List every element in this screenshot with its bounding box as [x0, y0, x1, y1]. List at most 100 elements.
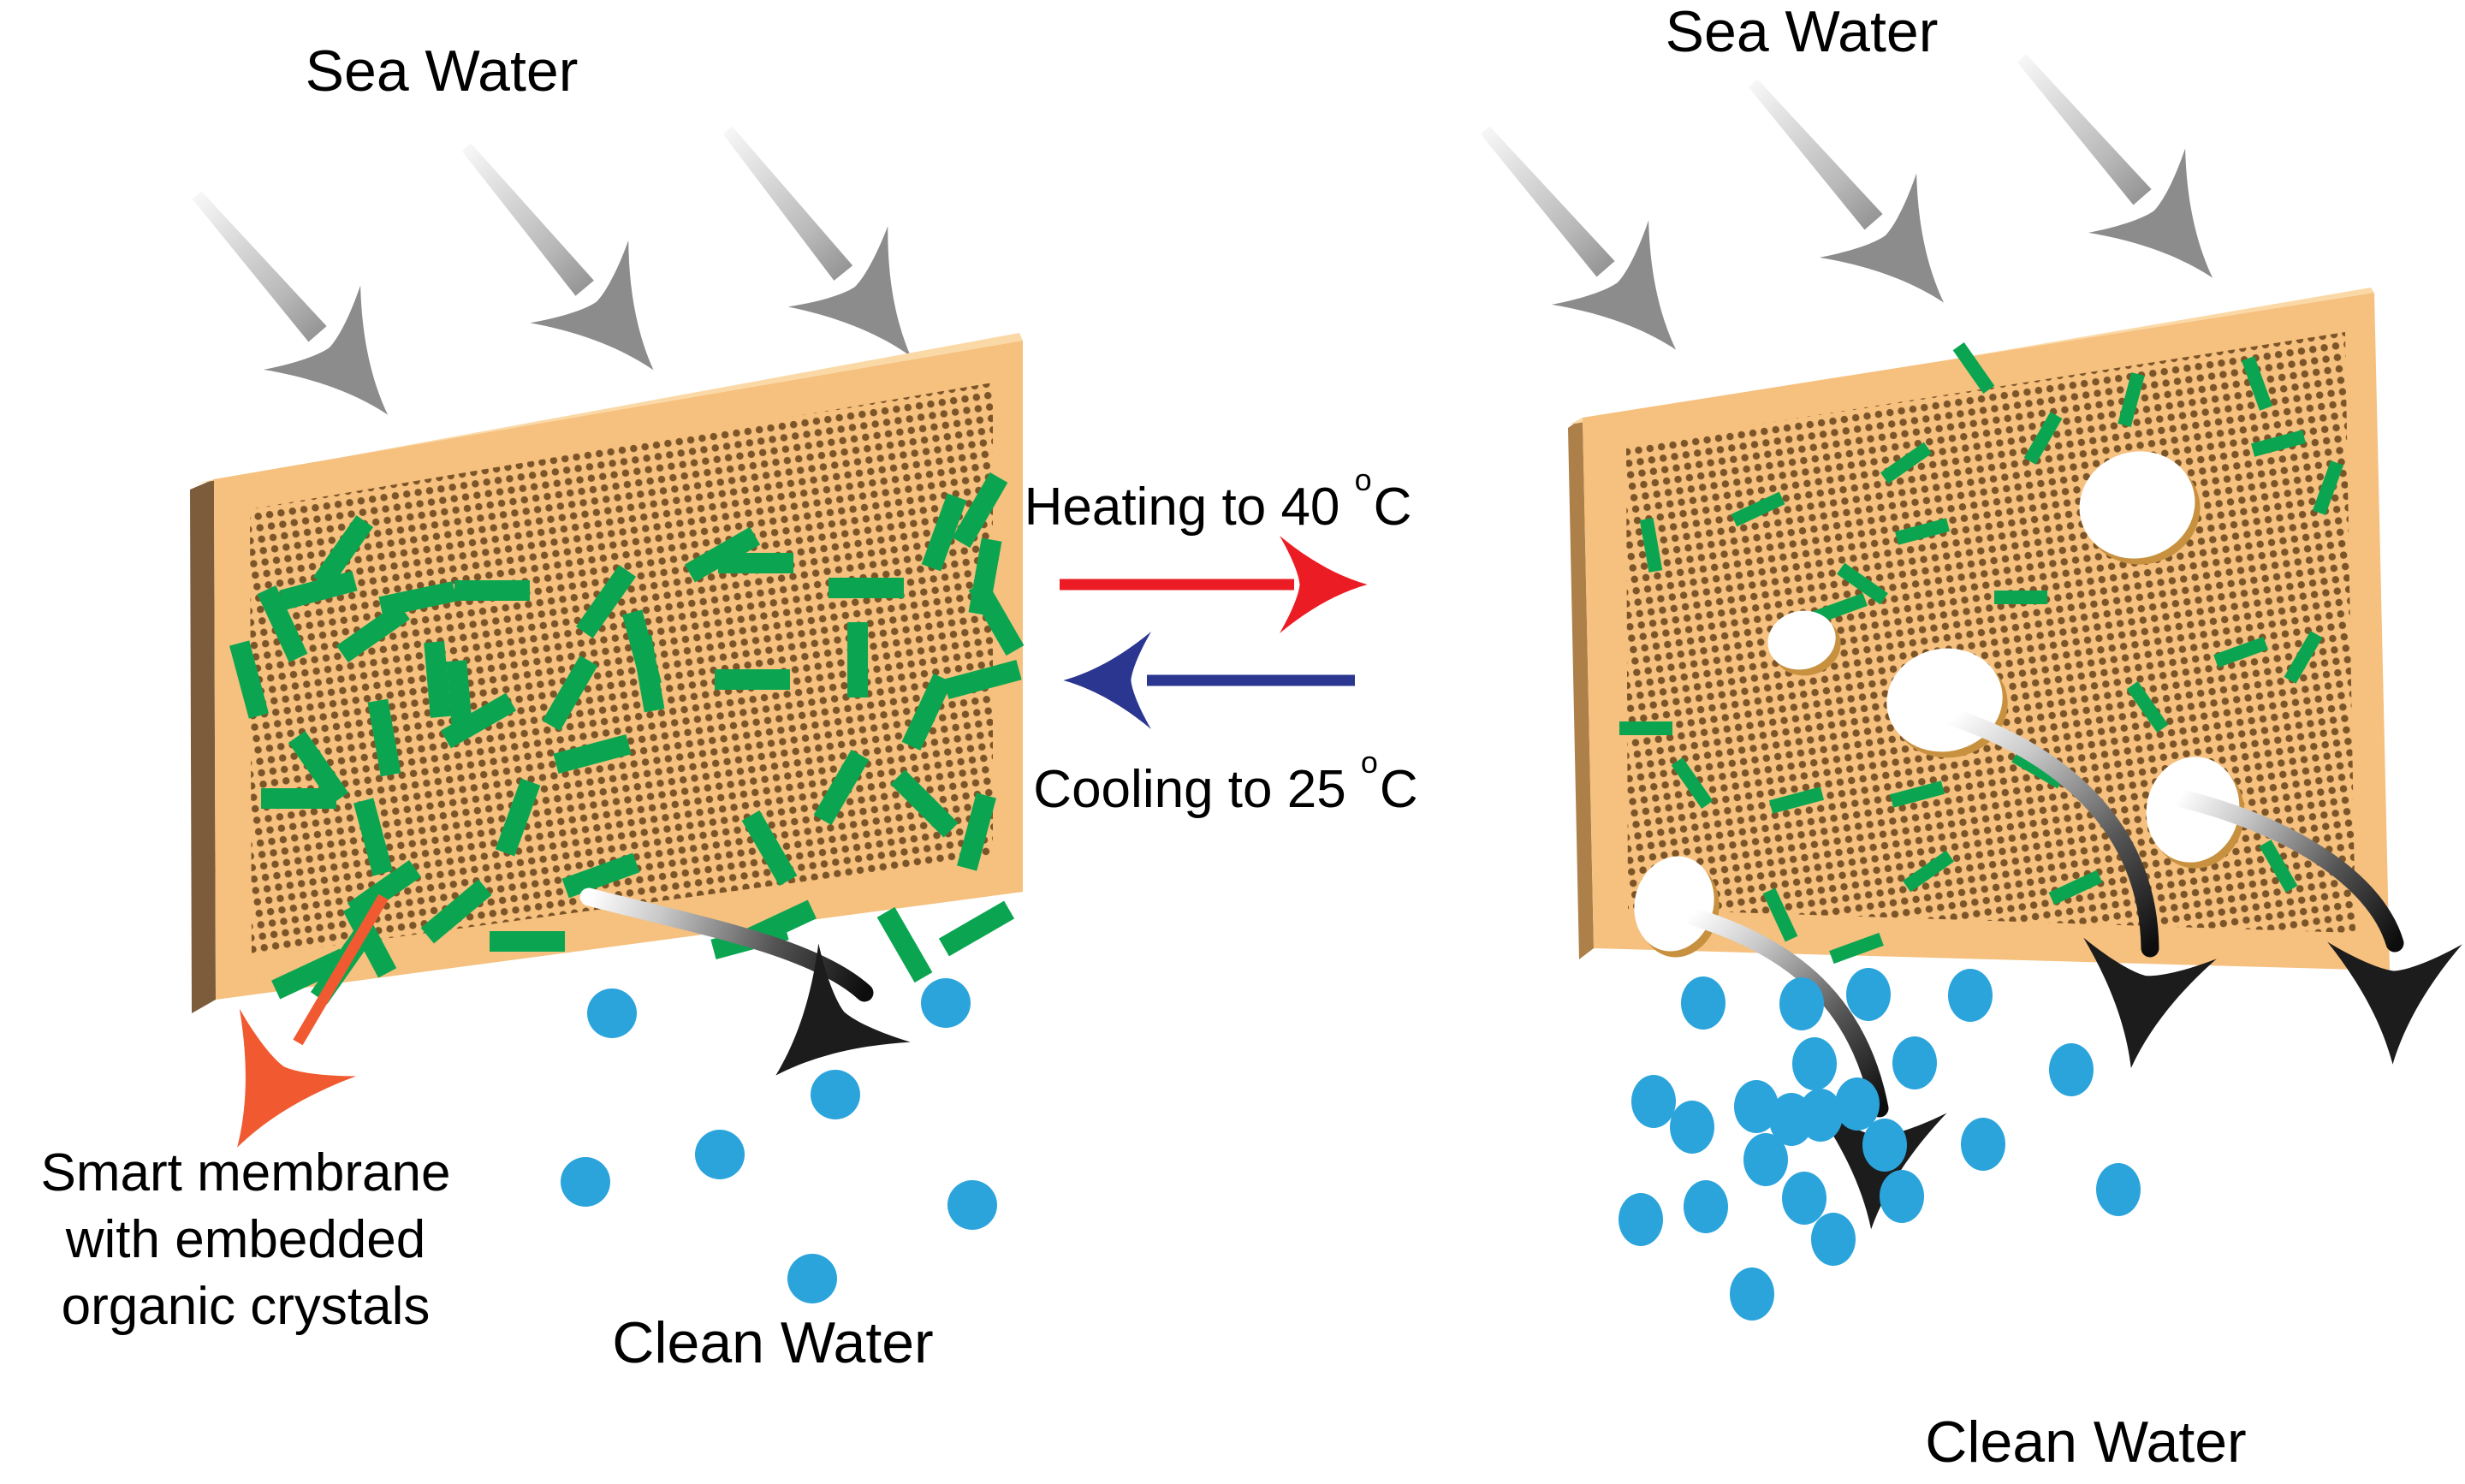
organic-crystal	[312, 515, 374, 589]
organic-crystal	[553, 734, 632, 774]
sea-water-arrow	[1704, 41, 1992, 345]
label-heating-unit: C	[1373, 478, 1412, 537]
label-cooling: Cooling to 25 oC	[1033, 745, 1417, 819]
water-droplet	[1619, 1193, 1663, 1246]
organic-crystal	[957, 792, 996, 871]
water-droplet	[1779, 977, 1824, 1030]
water-droplet	[2096, 1163, 2141, 1216]
organic-crystal	[420, 879, 492, 944]
organic-crystal	[257, 585, 308, 662]
membrane-left-pore-texture	[250, 383, 993, 957]
organic-crystal	[542, 655, 598, 732]
organic-crystal	[347, 859, 421, 921]
organic-crystal	[829, 578, 904, 598]
label-heating-degree: o	[1354, 461, 1372, 497]
organic-crystal	[1731, 491, 1785, 527]
droplets-left	[561, 978, 997, 1303]
organic-crystal	[1762, 887, 1798, 942]
sea-water-arrow	[1973, 16, 2260, 320]
organic-crystal	[2213, 636, 2268, 668]
organic-crystal	[1829, 932, 1884, 965]
label-clean-water-left: Clean Water	[612, 1310, 934, 1375]
sea-water-arrow	[678, 90, 961, 397]
organic-crystal	[279, 571, 358, 610]
permeate-arrows-right	[1681, 708, 2462, 1234]
organic-crystal	[1671, 757, 1714, 809]
organic-crystal	[715, 669, 790, 690]
organic-crystal	[2011, 750, 2064, 789]
organic-crystal	[943, 660, 1022, 699]
organic-crystal	[813, 749, 870, 826]
water-droplet	[811, 1070, 860, 1119]
organic-crystal	[968, 579, 1025, 656]
water-droplet	[1798, 1089, 1843, 1142]
organic-crystal	[229, 640, 269, 719]
label-cooling-degree: o	[1360, 744, 1378, 780]
water-droplet	[1631, 1075, 1676, 1128]
organic-crystal	[2250, 430, 2307, 457]
label-sea-water-right: Sea Water	[1665, 0, 1939, 64]
organic-crystal	[938, 900, 1015, 957]
water-droplet	[1811, 1213, 1856, 1266]
membrane-right-side-edge	[1568, 418, 1594, 959]
organic-crystal	[901, 674, 953, 751]
water-droplet	[1948, 969, 1993, 1022]
sea-water-arrow	[148, 153, 436, 457]
label-heating: Heating to 40 oC	[1025, 463, 1412, 537]
water-droplet	[947, 1180, 997, 1230]
organic-crystal	[1889, 781, 1945, 808]
membrane-left-top-edge	[193, 333, 1023, 484]
membrane-pore	[2079, 451, 2195, 559]
caption-line-1: Smart membrane	[40, 1143, 451, 1202]
caption-line-3: organic crystals	[61, 1277, 431, 1337]
water-droplet	[1835, 1077, 1880, 1131]
organic-crystal	[353, 798, 393, 876]
organic-crystal	[440, 692, 517, 749]
organic-crystal	[2023, 412, 2063, 465]
water-droplet	[1846, 968, 1891, 1021]
organic-crystal	[336, 602, 410, 663]
water-droplet	[1782, 1172, 1826, 1225]
organic-crystal	[495, 778, 541, 857]
sea-water-arrow	[1436, 88, 1724, 392]
organic-crystal	[890, 769, 959, 838]
water-droplet	[1681, 976, 1726, 1030]
organic-crystal	[2118, 371, 2145, 428]
water-droplet	[1880, 1170, 1924, 1223]
organic-crystal	[288, 731, 349, 804]
organic-crystal	[575, 565, 637, 638]
water-droplet	[1862, 1119, 1907, 1172]
water-droplet	[1743, 1133, 1788, 1186]
label-cooling-text: Cooling to 25	[1033, 760, 1361, 819]
permeate-arrow-left	[579, 887, 911, 1125]
water-droplet	[1730, 1267, 1774, 1321]
membrane-left-side-edge	[190, 479, 216, 1013]
label-membrane-caption: Smart membrane with embedded organic cry…	[41, 1140, 451, 1340]
water-droplet	[787, 1254, 837, 1303]
organic-crystal	[1813, 592, 1868, 625]
membrane-left	[190, 333, 1025, 1013]
organic-crystal	[1903, 850, 1954, 893]
water-droplet	[1670, 1101, 1714, 1154]
caption-line-2: with embedded	[65, 1210, 426, 1270]
water-droplet	[1734, 1080, 1779, 1133]
water-droplet	[2049, 1043, 2094, 1096]
organic-crystal	[631, 634, 665, 713]
membrane-pore	[1767, 610, 1836, 670]
organic-crystal	[1880, 442, 1932, 484]
organic-crystal	[367, 698, 401, 777]
organic-crystal	[1639, 518, 1663, 573]
organic-crystal	[1619, 721, 1672, 735]
organic-crystal	[2048, 870, 2103, 905]
organic-crystal	[2126, 681, 2169, 733]
organic-crystal	[741, 810, 798, 887]
water-droplet	[1961, 1118, 2005, 1171]
pointer-arrow	[178, 893, 389, 1182]
organic-crystal	[1768, 787, 1825, 814]
organic-crystal	[684, 526, 761, 583]
organic-crystal	[490, 931, 565, 952]
crystal-layer-right	[1619, 342, 2344, 965]
organic-crystal	[561, 852, 640, 899]
membrane-pore	[1634, 856, 1714, 952]
